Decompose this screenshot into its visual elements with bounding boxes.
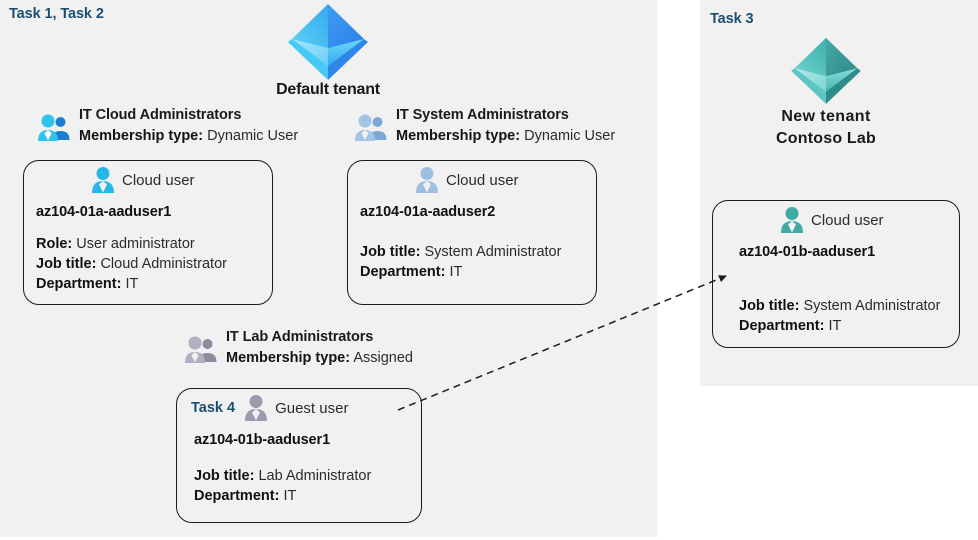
card-header: Cloud user [24, 161, 272, 194]
attribute-row: Job title: System Administrator [739, 296, 959, 316]
default-tenant-panel [0, 0, 657, 537]
attribute-value: IT [283, 488, 297, 504]
user-card-az104-01a-aaduser1[interactable]: Cloud user az104-01a-aaduser1 Role: User… [23, 160, 273, 305]
group-membership-value: Dynamic User [524, 128, 616, 144]
azure-ad-tenant-icon [791, 37, 861, 104]
attribute-row: Department: IT [194, 486, 421, 506]
group-membership-type: Membership type: Assigned [226, 348, 413, 368]
group-membership-value: Assigned [353, 350, 413, 366]
attribute-value: User administrator [76, 236, 195, 252]
attribute-value: Lab Administrator [258, 468, 372, 484]
card-header: Cloud user [348, 161, 596, 194]
cloud-user-icon [781, 207, 803, 233]
new-tenant-block: New tenant Contoso Lab [726, 36, 926, 148]
attribute-label: Department: [360, 264, 446, 280]
user-type-label: Cloud user [811, 211, 884, 229]
cloud-user-icon [92, 167, 114, 193]
user-type-label: Cloud user [446, 171, 519, 189]
attribute-label: Job title: [739, 298, 800, 314]
azure-ad-tenant-icon [288, 4, 368, 80]
user-card-guest-az104-01b-aaduser1[interactable]: Task 4 Guest user az104-01b-aaduser1 Job… [176, 388, 422, 523]
user-type-label: Guest user [275, 399, 349, 417]
user-principal-name: az104-01b-aaduser1 [739, 244, 876, 260]
default-tenant-block: Default tenant [228, 2, 428, 99]
attribute-label: Department: [739, 318, 825, 334]
user-group-icon [38, 114, 70, 141]
attribute-value: IT [828, 318, 842, 334]
attribute-row: Job title: Lab Administrator [194, 466, 421, 486]
attribute-label: Department: [36, 276, 122, 292]
group-membership-type: Membership type: Dynamic User [79, 126, 298, 146]
user-card-az104-01a-aaduser2[interactable]: Cloud user az104-01a-aaduser2 Job title:… [347, 160, 597, 305]
guest-user-icon [245, 395, 268, 421]
attribute-value: System Administrator [803, 298, 941, 314]
user-type-label: Cloud user [122, 171, 195, 189]
user-principal-name: az104-01b-aaduser1 [194, 432, 331, 448]
user-attributes: Role: User administrator Job title: Clou… [36, 234, 272, 294]
user-attributes: Job title: System Administrator Departme… [360, 242, 596, 282]
attribute-label: Job title: [194, 468, 255, 484]
user-card-az104-01b-aaduser1[interactable]: Cloud user az104-01b-aaduser1 Job title:… [712, 200, 960, 348]
user-attributes: Job title: System Administrator Departme… [739, 296, 959, 336]
attribute-value: System Administrator [424, 244, 562, 260]
attribute-row: Job title: Cloud Administrator [36, 254, 272, 274]
card-header: Task 4 Guest user [177, 389, 421, 422]
new-tenant-name-line1: New tenant [781, 108, 871, 125]
group-membership-type: Membership type: Dynamic User [396, 126, 615, 146]
attribute-value: IT [449, 264, 463, 280]
group-membership-label: Membership type: [226, 350, 351, 366]
user-group-icon [355, 114, 387, 141]
attribute-label: Department: [194, 488, 280, 504]
user-group-icon [185, 336, 217, 363]
cloud-user-icon [416, 167, 438, 193]
attribute-row: Department: IT [360, 262, 596, 282]
group-name: IT Lab Administrators [226, 329, 374, 345]
group-header-it-system-administrators: IT System Administrators Membership type… [355, 106, 615, 146]
attribute-row: Role: User administrator [36, 234, 272, 254]
attribute-row: Department: IT [36, 274, 272, 294]
attribute-value: Cloud Administrator [100, 256, 227, 272]
user-principal-name: az104-01a-aaduser2 [360, 204, 496, 220]
user-principal-name: az104-01a-aaduser1 [36, 204, 172, 220]
group-header-it-cloud-administrators: IT Cloud Administrators Membership type:… [38, 106, 298, 146]
user-attributes: Job title: Lab Administrator Department:… [194, 466, 421, 506]
attribute-label: Job title: [360, 244, 421, 260]
card-header: Cloud user [713, 201, 959, 234]
attribute-row: Department: IT [739, 316, 959, 336]
attribute-label: Role: [36, 236, 73, 252]
default-tenant-name: Default tenant [276, 81, 380, 98]
group-header-it-lab-administrators: IT Lab Administrators Membership type: A… [185, 328, 413, 368]
group-membership-value: Dynamic User [207, 128, 299, 144]
group-name: IT Cloud Administrators [79, 107, 242, 123]
group-name: IT System Administrators [396, 107, 569, 123]
attribute-row: Job title: System Administrator [360, 242, 596, 262]
group-membership-label: Membership type: [79, 128, 204, 144]
task-label-4: Task 4 [191, 400, 236, 416]
attribute-value: IT [125, 276, 139, 292]
task-label-3: Task 3 [710, 11, 754, 27]
attribute-label: Job title: [36, 256, 97, 272]
new-tenant-name-line2: Contoso Lab [776, 130, 876, 147]
group-membership-label: Membership type: [396, 128, 521, 144]
task-label-1-2: Task 1, Task 2 [9, 6, 104, 22]
